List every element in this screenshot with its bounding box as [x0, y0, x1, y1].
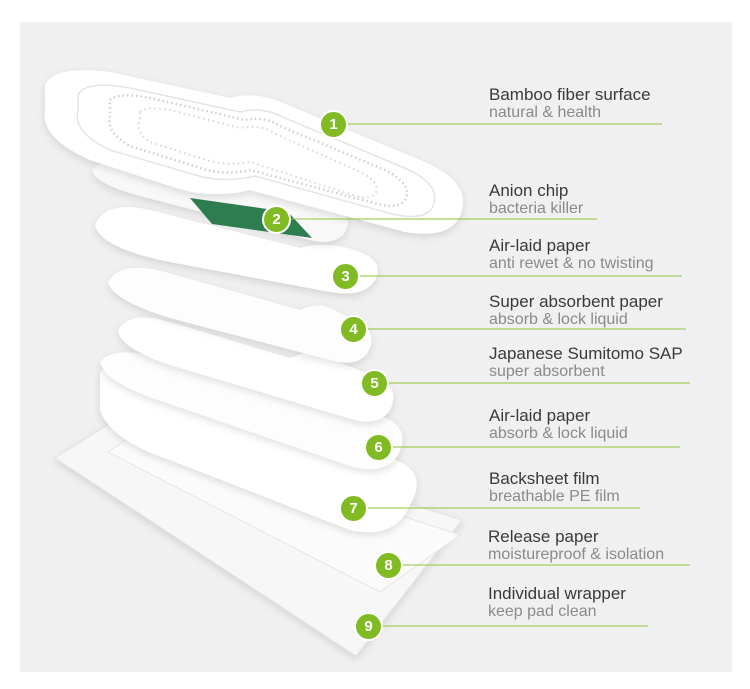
- layer-subtitle: super absorbent: [489, 363, 605, 380]
- layer-subtitle: anti rewet & no twisting: [489, 255, 654, 272]
- layer-badge-3: 3: [331, 262, 360, 291]
- layer-badge-6: 6: [364, 433, 393, 462]
- layer-label-8: Release paper moistureproof & isolation: [488, 528, 664, 563]
- layer-subtitle: bacteria killer: [489, 200, 584, 217]
- layer-subtitle: absorb & lock liquid: [489, 311, 628, 328]
- layer-badge-4: 4: [339, 315, 368, 344]
- bamboo-surface-pad: [44, 70, 464, 234]
- layer-badge-1: 1: [319, 110, 348, 139]
- layer-label-3: Air-laid paper anti rewet & no twisting: [489, 237, 654, 272]
- layer-title: Air-laid paper: [489, 236, 591, 255]
- layer-badge-9: 9: [354, 612, 383, 641]
- layer-title: Individual wrapper: [488, 584, 626, 603]
- layer-subtitle: moistureproof & isolation: [488, 546, 665, 563]
- layer-label-6: Air-laid paper absorb & lock liquid: [489, 407, 628, 442]
- layer-title: Super absorbent paper: [489, 292, 663, 311]
- layer-title: Japanese Sumitomo SAP: [489, 344, 683, 363]
- layer-label-5: Japanese Sumitomo SAP super absorbent: [489, 345, 683, 380]
- layer-label-9: Individual wrapper keep pad clean: [488, 585, 626, 620]
- air-laid-layer-lower: [100, 352, 403, 470]
- layer-badge-7: 7: [339, 494, 368, 523]
- layer-title: Backsheet film: [489, 469, 600, 488]
- layer-title: Air-laid paper: [489, 406, 591, 425]
- layer-title: Release paper: [488, 527, 599, 546]
- layer-subtitle: keep pad clean: [488, 603, 597, 620]
- layer-title: Bamboo fiber surface: [489, 85, 651, 104]
- layer-subtitle: absorb & lock liquid: [489, 425, 628, 442]
- layer-subtitle: natural & health: [489, 104, 602, 121]
- layer-label-2: Anion chip bacteria killer: [489, 182, 583, 217]
- layer-badge-2: 2: [262, 205, 291, 234]
- layer-label-1: Bamboo fiber surface natural & health: [489, 86, 651, 121]
- layer-label-7: Backsheet film breathable PE film: [489, 470, 620, 505]
- air-laid-layer-upper: [95, 207, 378, 294]
- leader-lines: [276, 123, 690, 627]
- layer-badge-8: 8: [374, 551, 403, 580]
- layer-label-4: Super absorbent paper absorb & lock liqu…: [489, 293, 663, 328]
- layer-badge-5: 5: [360, 369, 389, 398]
- layer-subtitle: breathable PE film: [489, 488, 620, 505]
- layer-title: Anion chip: [489, 181, 569, 200]
- sap-layer: [118, 317, 394, 422]
- absorbent-paper-layer: [108, 267, 372, 363]
